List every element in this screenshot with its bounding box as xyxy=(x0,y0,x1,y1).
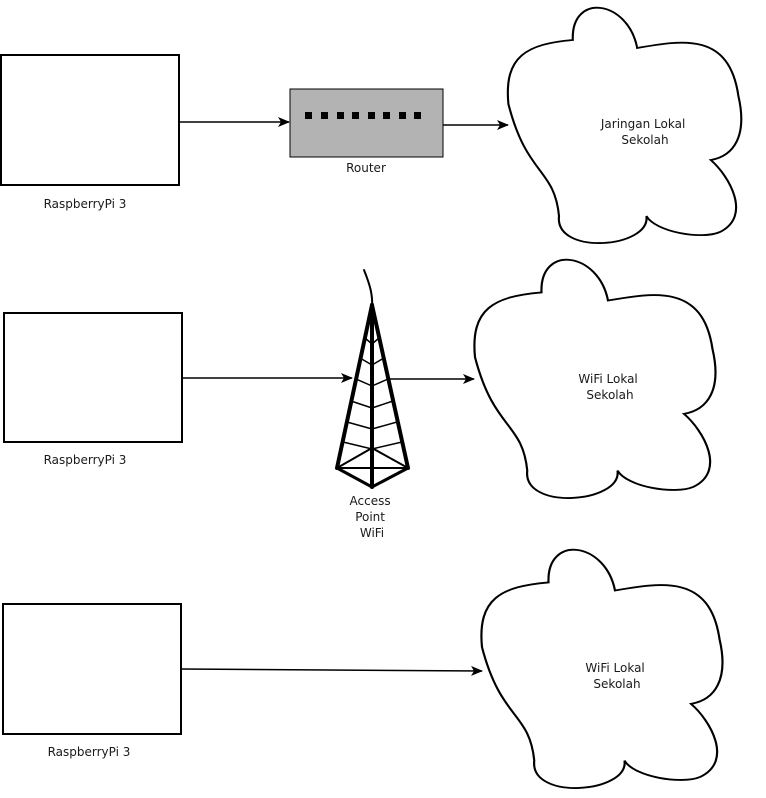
row-2: RaspberryPi 3 Access Point Wi xyxy=(3,258,717,540)
network-label: Jaringan Lokal Sekolah xyxy=(600,117,689,147)
router-icon[interactable] xyxy=(289,88,444,158)
row-1: RaspberryPi 3 Router Jaringan Lokal Seko… xyxy=(0,6,743,245)
raspberrypi-label: RaspberryPi 3 xyxy=(44,453,127,467)
raspberrypi-label: RaspberryPi 3 xyxy=(48,745,131,759)
raspberrypi-box[interactable] xyxy=(2,603,182,735)
row-3: RaspberryPi 3 WiFi Lokal Sekolah xyxy=(2,548,724,790)
raspberrypi-box[interactable] xyxy=(3,312,183,443)
raspberrypi-label: RaspberryPi 3 xyxy=(44,197,127,211)
connector-pi-to-network xyxy=(180,665,483,676)
access-point-tower-icon[interactable] xyxy=(335,269,410,489)
network-label: WiFi Lokal Sekolah xyxy=(585,661,648,691)
network-label: WiFi Lokal Sekolah xyxy=(578,372,641,402)
raspberrypi-box[interactable] xyxy=(0,54,180,186)
router-label: Router xyxy=(346,161,386,175)
access-point-label: Access Point WiFi xyxy=(350,494,395,540)
